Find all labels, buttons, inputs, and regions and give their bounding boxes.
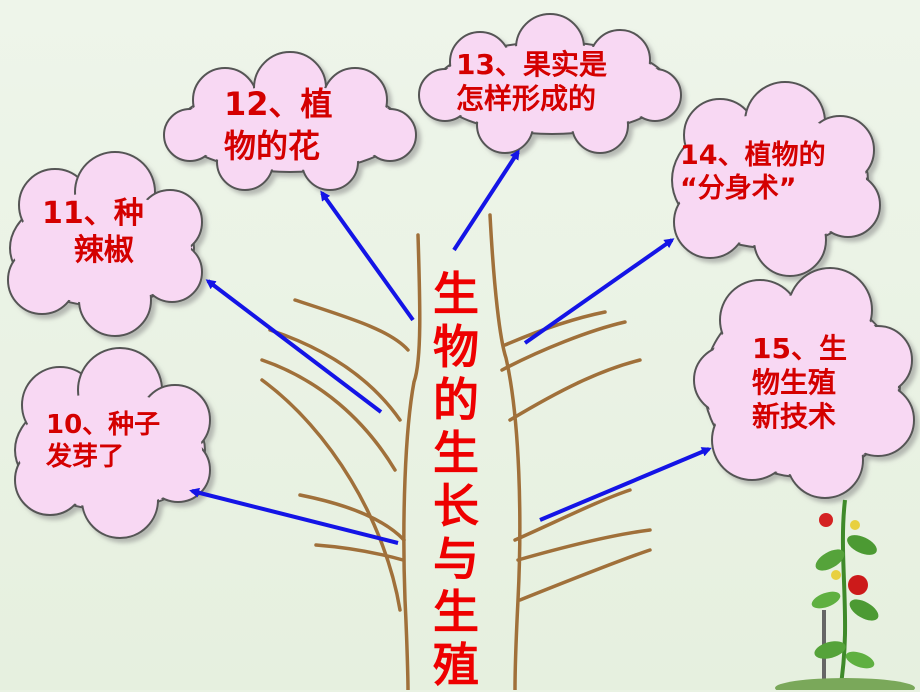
- topic-11-line-2: 辣椒: [73, 232, 134, 268]
- topic-12-line-2: 物的花: [224, 126, 321, 165]
- cloud-topic-14: [671, 81, 881, 277]
- topic-15-label: 15、生 物生殖 新技术: [752, 332, 847, 434]
- arrow-to-topic-13: [452, 149, 520, 252]
- topic-10-line-1: 10、种子: [46, 410, 161, 440]
- topic-11-line-1: 11、种: [42, 196, 144, 231]
- arrow-to-topic-10: [189, 487, 399, 545]
- cloud-topic-10: [14, 347, 211, 539]
- title-char: 生: [433, 267, 479, 321]
- topic-11-label: 11、种 辣椒: [42, 196, 144, 269]
- arrow-to-topic-11: [205, 279, 383, 414]
- topic-12-label: 12、植 物的花: [224, 84, 333, 167]
- topic-14-line-1: 14、植物的: [680, 140, 826, 171]
- topic-13-label: 13、果实是 怎样形成的: [456, 48, 607, 116]
- topic-14-line-2: “分身术”: [680, 172, 797, 204]
- topic-15-line-2: 物生殖: [752, 366, 837, 400]
- topic-13-line-2: 怎样形成的: [456, 82, 597, 116]
- topic-15-line-3: 新技术: [752, 400, 837, 434]
- title-char: 与: [433, 532, 479, 586]
- title-char: 长: [433, 479, 479, 533]
- central-title: 生 物 的 生 长 与 生 殖: [428, 268, 484, 692]
- arrow-to-topic-15: [539, 447, 712, 522]
- title-char: 物: [433, 320, 479, 374]
- topic-14-label: 14、植物的 “分身术”: [680, 140, 826, 206]
- topic-15-line-1: 15、生: [752, 332, 847, 365]
- topic-13-line-1: 13、果实是: [456, 48, 607, 81]
- arrow-to-topic-14: [523, 238, 675, 345]
- title-char: 生: [433, 585, 479, 639]
- cloud-topic-13: [418, 13, 682, 154]
- title-char: 生: [433, 426, 479, 480]
- topic-10-line-2: 发芽了: [46, 441, 125, 472]
- cloud-topic-11: [7, 151, 203, 337]
- cloud-topic-15: [693, 267, 915, 499]
- arrow-to-topic-12: [320, 190, 415, 322]
- topic-10-label: 10、种子 发芽了: [46, 410, 160, 473]
- title-char: 的: [433, 373, 479, 427]
- cloud-topic-12: [163, 51, 417, 191]
- topic-12-line-1: 12、植: [224, 85, 333, 123]
- title-char: 殖: [433, 638, 479, 692]
